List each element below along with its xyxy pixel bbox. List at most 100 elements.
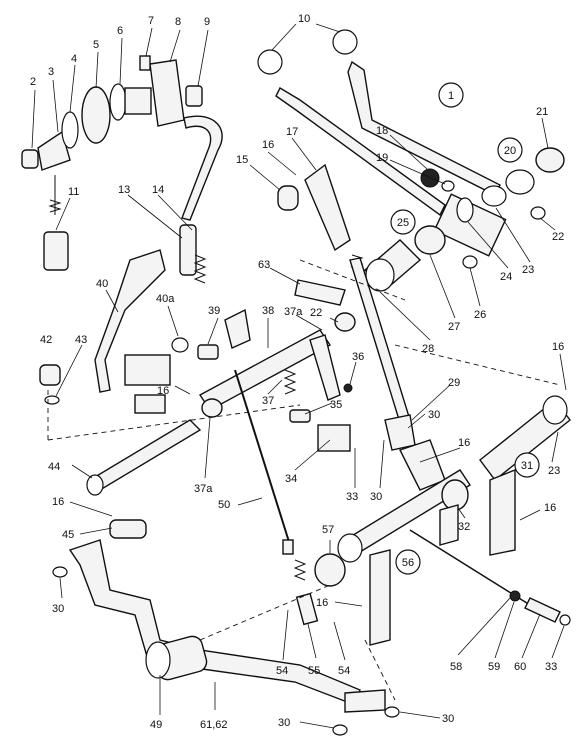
- lever-bracket: [433, 193, 507, 257]
- label-28: 28: [422, 343, 434, 355]
- label-40: 40: [96, 278, 108, 290]
- bush-set: [363, 225, 478, 292]
- spring-37: [283, 369, 297, 395]
- assembly-lines: [47, 259, 561, 701]
- leader-22b: [329, 317, 339, 323]
- gear-lever-assembly: [257, 29, 565, 257]
- leader-15: [249, 164, 281, 191]
- leader-16e: [174, 385, 191, 395]
- washer-30-left: [52, 566, 68, 578]
- callout-circles: [390, 82, 540, 575]
- leader-30b: [379, 439, 385, 489]
- leader-43: [55, 344, 83, 397]
- label-9: 9: [204, 16, 210, 28]
- pin: [139, 55, 151, 71]
- label-54a: 54: [276, 665, 288, 677]
- label-3: 3: [48, 66, 54, 78]
- label-58: 58: [450, 661, 462, 673]
- leader-19: [389, 159, 446, 185]
- label-61-62: 61,62: [200, 719, 228, 731]
- pin-45: [109, 519, 147, 539]
- cable-line: [234, 369, 291, 546]
- label-63: 63: [258, 259, 270, 271]
- leader-11: [55, 197, 71, 231]
- leader-22: [539, 217, 556, 231]
- washer-30-bottom: [332, 724, 348, 736]
- label-39: 39: [208, 305, 220, 317]
- collar-39: [197, 344, 219, 360]
- callout-circle-56: [395, 549, 421, 575]
- leader-2: [31, 89, 36, 149]
- lever-rod-left: [275, 87, 446, 217]
- mount-bracket: [149, 59, 185, 127]
- label-30b: 30: [370, 491, 382, 503]
- nut-36: [343, 383, 353, 393]
- boot: [81, 86, 111, 144]
- callout-circle-25: [390, 209, 416, 235]
- cable-50: [234, 369, 319, 626]
- label-40a: 40a: [156, 293, 175, 305]
- pedal-end: [344, 689, 386, 713]
- leader-44: [71, 464, 93, 479]
- dash-line-4: [199, 584, 331, 641]
- label-16d: 16: [544, 502, 556, 514]
- leader-30e: [399, 711, 441, 719]
- sleeve-60: [524, 597, 561, 623]
- pedal-block: [124, 354, 171, 386]
- bush-37a-right: [334, 312, 356, 332]
- leader-55: [307, 623, 317, 659]
- bracket-63: [294, 279, 346, 306]
- leader-37a: [204, 417, 211, 479]
- bush-27-face: [365, 258, 395, 292]
- label-16c: 16: [458, 437, 470, 449]
- label-42: 42: [40, 334, 52, 346]
- leader-lines: [31, 23, 567, 729]
- rod-44-end: [86, 474, 104, 496]
- bracket-56b: [439, 504, 459, 546]
- label-36: 36: [352, 351, 364, 363]
- label-16f: 16: [52, 496, 64, 508]
- bolt-35: [289, 409, 311, 423]
- label-33: 33: [346, 491, 358, 503]
- label-16e: 16: [157, 385, 169, 397]
- label-38: 38: [262, 305, 274, 317]
- leader-27: [429, 254, 456, 319]
- leader-59: [494, 601, 515, 659]
- plug-42: [39, 364, 61, 386]
- leader-23: [495, 207, 531, 263]
- bracket-56: [369, 549, 391, 646]
- leader-40: [105, 289, 119, 313]
- label-35: 35: [330, 399, 342, 411]
- callout-circle-31: [514, 452, 540, 478]
- washer: [109, 83, 127, 121]
- leader-60: [521, 613, 541, 659]
- leader-54b: [333, 621, 346, 661]
- label-20: 20: [504, 145, 516, 157]
- leader-4: [69, 64, 76, 113]
- circlip-23: [481, 185, 507, 207]
- lower-pedal: [52, 519, 400, 736]
- cable-end: [282, 539, 294, 555]
- circlip-24: [456, 197, 474, 223]
- threaded-stud: [48, 199, 62, 213]
- adjuster-rod: [409, 529, 571, 626]
- leader-30c: [59, 577, 63, 599]
- label-16b: 16: [552, 341, 564, 353]
- pivot-link-17: [304, 163, 351, 252]
- label-10: 10: [298, 13, 310, 25]
- washer-22: [530, 206, 546, 220]
- label-33b: 33: [545, 661, 557, 673]
- leader-13: [127, 194, 183, 239]
- lever-knob-right: [332, 29, 358, 55]
- label-37a: 37a: [194, 483, 213, 495]
- leader-8: [169, 29, 181, 63]
- nut-33: [559, 614, 571, 626]
- label-16a: 16: [262, 139, 274, 151]
- label-43: 43: [75, 334, 87, 346]
- knob-sleeve: [43, 231, 69, 271]
- washer-19: [441, 180, 455, 192]
- leader-16b: [559, 353, 567, 391]
- leader-10a: [271, 23, 297, 51]
